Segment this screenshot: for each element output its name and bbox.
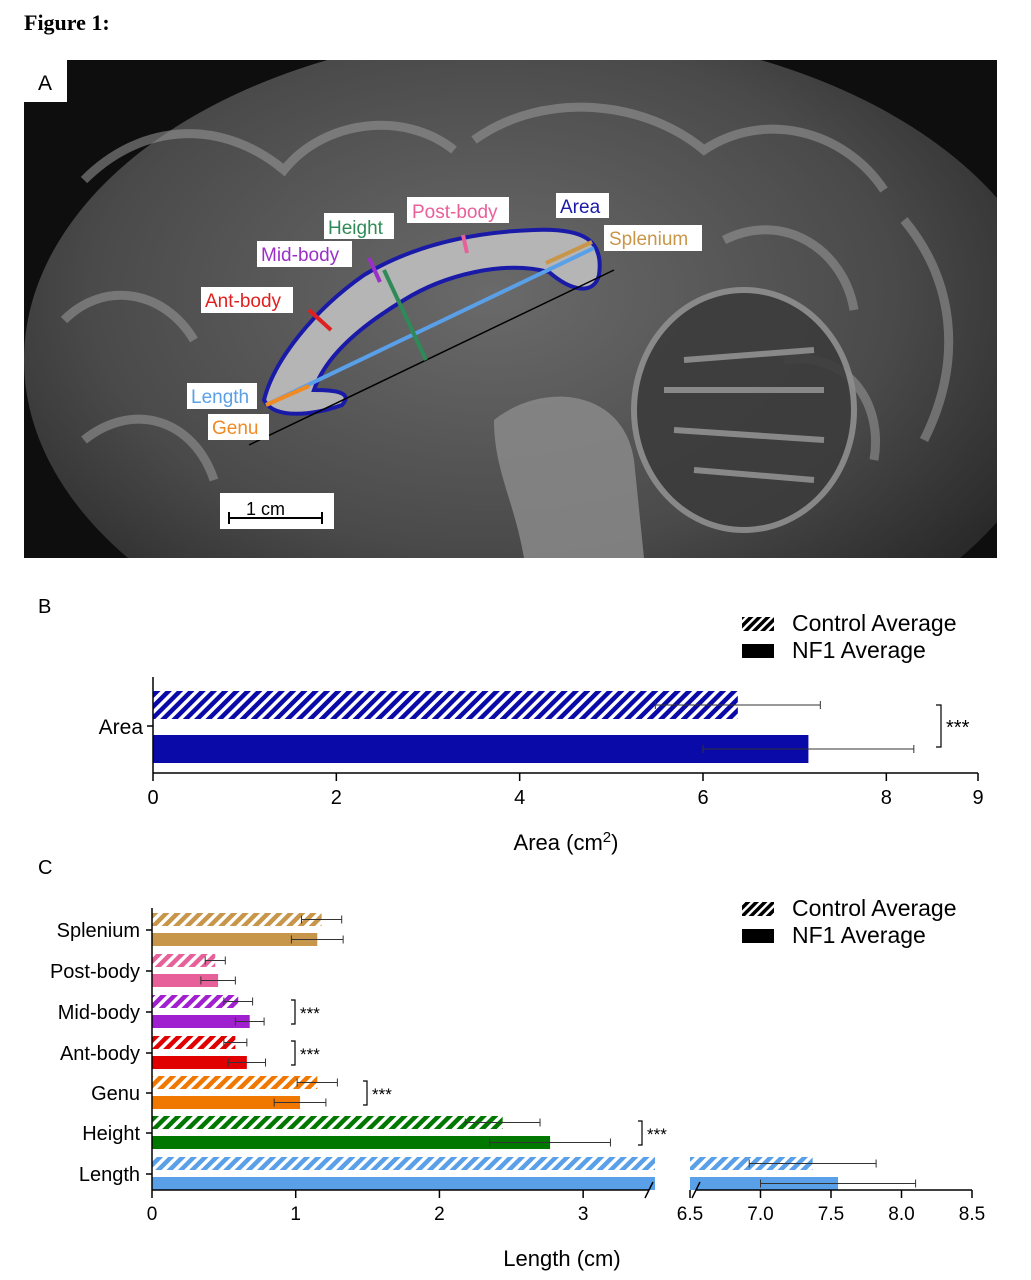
axis-break-right [691, 1181, 701, 1199]
x-tick-label: 8.5 [959, 1204, 985, 1225]
corpus-callosum-area [261, 227, 602, 416]
x-tick-label: 8 [881, 787, 892, 809]
legend-swatch-control [742, 617, 774, 631]
label-area: Area [560, 197, 601, 218]
x-tick-label: 3 [578, 1204, 589, 1225]
mid-body-line [367, 257, 382, 283]
y-tick-label-length: Length [79, 1164, 140, 1186]
x-tick-label: 6 [697, 787, 708, 809]
y-tick-label-ant-body: Ant-body [60, 1043, 140, 1065]
label-splenium: Splenium [609, 229, 688, 250]
significance-label: *** [647, 1125, 667, 1144]
height-line [382, 269, 428, 361]
legend-swatch-nf1 [742, 929, 774, 943]
scale-bar: 1 cm [220, 493, 334, 529]
cortex-folds [60, 102, 954, 482]
length-line [265, 246, 595, 407]
bar-nf1-post-body [152, 974, 219, 987]
cerebellum [631, 287, 857, 533]
x-tick-label: 8.0 [888, 1204, 914, 1225]
mri-panel: A Height Post-body Area Splenium Mid-bod… [24, 60, 997, 558]
label-genu: Genu [212, 418, 258, 439]
legend-label-nf1: NF1 Average [792, 922, 926, 948]
y-tick-label-post-body: Post-body [50, 961, 140, 983]
bar-nf1-mid-body [152, 1015, 250, 1028]
x-tick-label: 2 [331, 787, 342, 809]
bar-nf1-length-left [152, 1177, 655, 1190]
panel-b-label: B [38, 596, 51, 618]
significance-bracket [363, 1080, 368, 1106]
legend-label-control: Control Average [792, 610, 957, 636]
significance-bracket [936, 704, 942, 748]
panel-c-label: C [38, 857, 52, 879]
legend-label-control: Control Average [792, 895, 957, 921]
bar-nf1-genu [152, 1096, 301, 1109]
brainstem [494, 396, 644, 558]
bar-control-mid-body [152, 995, 239, 1008]
bar-control-splenium [152, 913, 322, 926]
x-tick-label: 0 [147, 787, 158, 809]
label-length: Length [191, 387, 249, 408]
legend-swatch-control [742, 902, 774, 916]
significance-label: *** [300, 1045, 320, 1064]
genu-line [265, 384, 310, 407]
ant-body-line [307, 308, 333, 332]
panel-a-label: A [38, 72, 52, 95]
x-tick-label: 7.0 [747, 1204, 773, 1225]
significance-bracket [291, 1040, 296, 1066]
x-tick-label: 6.5 [677, 1204, 703, 1225]
bar-nf1-height [152, 1136, 551, 1149]
axis-break-left [644, 1181, 654, 1199]
legend-swatch-nf1 [742, 644, 774, 658]
x-tick-label: 2 [434, 1204, 445, 1225]
panel-a-label-box: A [24, 60, 67, 102]
significance-label: *** [946, 717, 970, 739]
y-tick-label-height: Height [82, 1123, 140, 1145]
x-tick-label: 4 [514, 787, 525, 809]
x-axis-title: Length (cm) [503, 1246, 620, 1271]
label-height: Height [328, 218, 384, 239]
x-tick-label: 0 [147, 1204, 158, 1225]
bar-control-height [152, 1116, 503, 1129]
splenium-line [545, 240, 593, 265]
label-mid-body: Mid-body [261, 245, 340, 266]
bar-nf1-splenium [152, 933, 318, 946]
label-ant-body: Ant-body [205, 291, 282, 312]
x-tick-label: 9 [972, 787, 983, 809]
bar-nf1-ant-body [152, 1056, 247, 1069]
bar-control-length-left [152, 1157, 655, 1170]
legend-label-nf1: NF1 Average [792, 637, 926, 663]
x-tick-label: 1 [290, 1204, 301, 1225]
significance-bracket [638, 1120, 643, 1146]
x-tick-label: 7.5 [818, 1204, 844, 1225]
y-tick-label-area: Area [99, 716, 144, 739]
label-post-body: Post-body [412, 202, 498, 223]
x-axis-title: Area (cm2) [514, 829, 619, 856]
bar-control-area [153, 691, 738, 719]
bar-control-ant-body [152, 1036, 236, 1049]
y-tick-label-genu: Genu [91, 1083, 140, 1105]
significance-bracket [291, 999, 296, 1025]
y-tick-label-mid-body: Mid-body [58, 1002, 140, 1024]
significance-label: *** [372, 1085, 392, 1104]
post-body-line [461, 234, 469, 254]
bar-control-genu [152, 1076, 318, 1089]
significance-label: *** [300, 1004, 320, 1023]
bar-nf1-area [153, 735, 809, 763]
figure-title: Figure 1: [24, 10, 110, 35]
bar-control-post-body [152, 954, 216, 967]
y-tick-label-splenium: Splenium [57, 920, 140, 942]
baseline-line [248, 269, 615, 446]
scale-bar-label: 1 cm [246, 499, 285, 519]
